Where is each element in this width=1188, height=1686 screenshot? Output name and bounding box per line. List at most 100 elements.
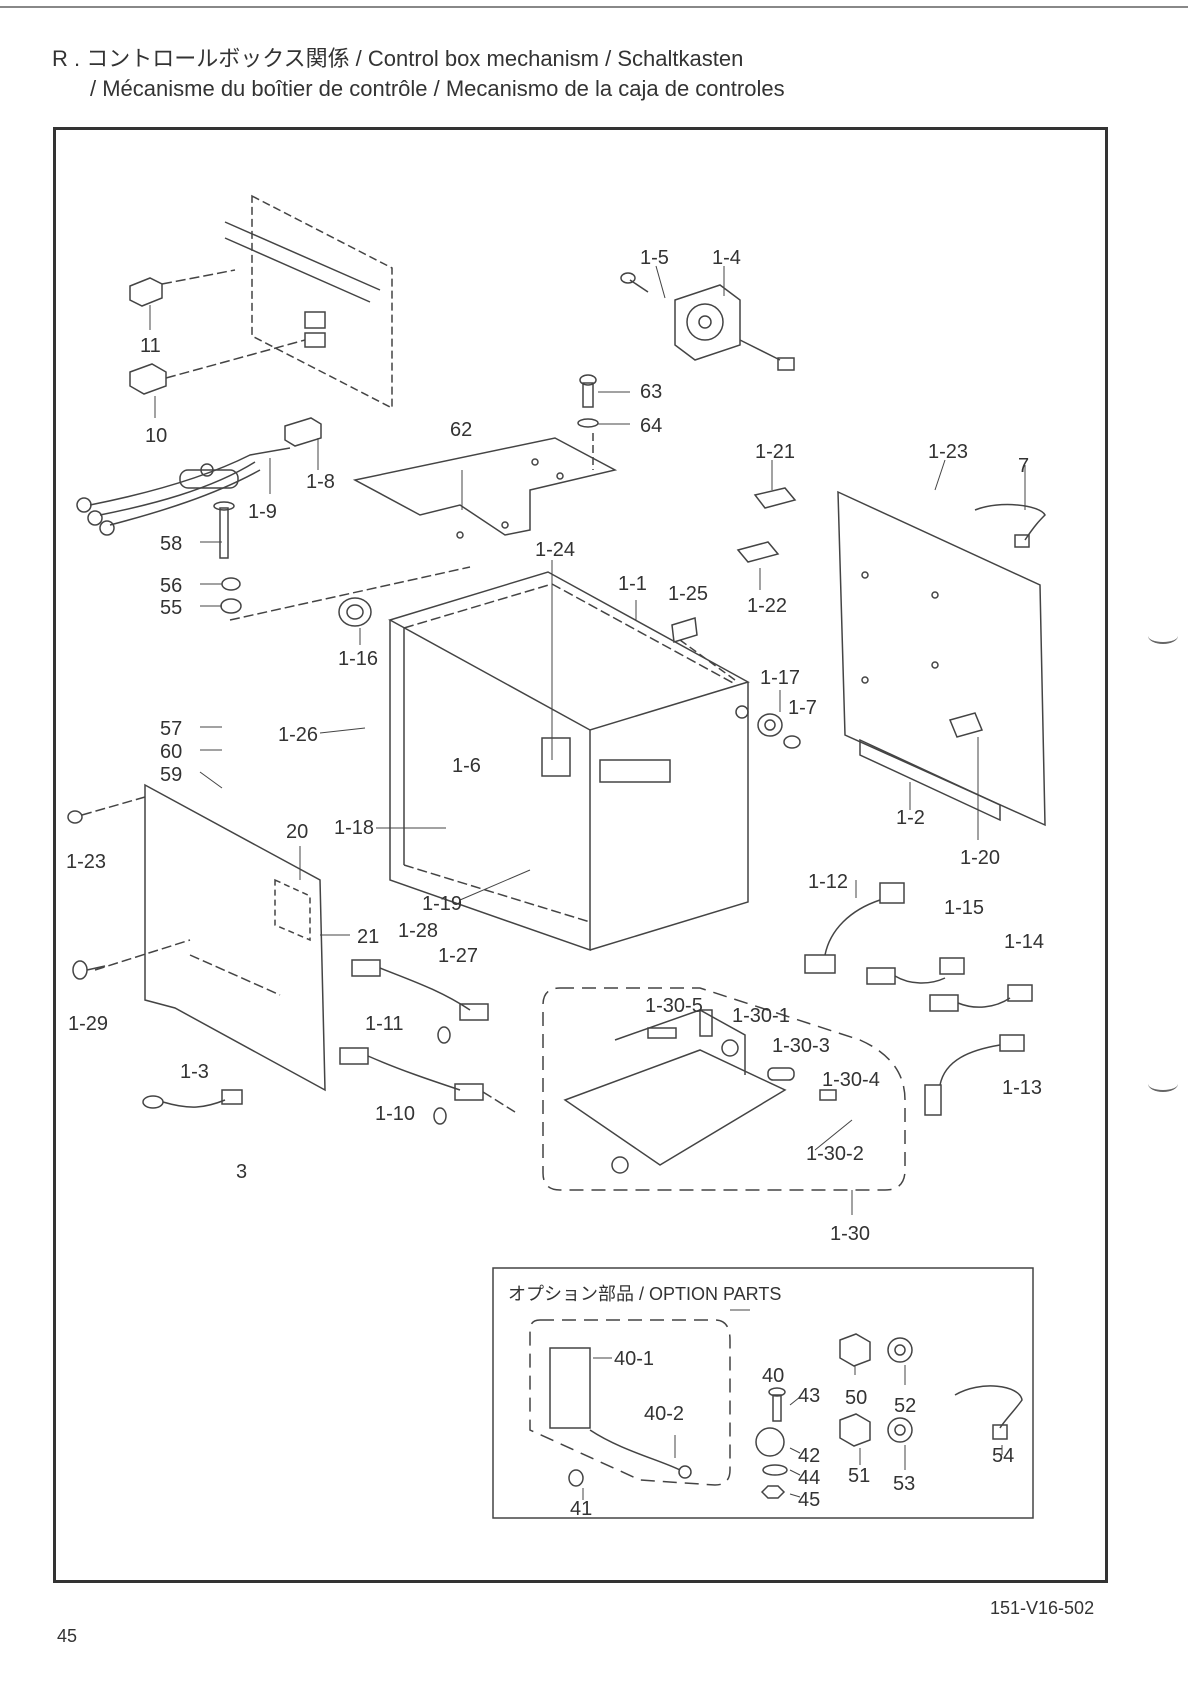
harness-1-12 [804,882,905,974]
callout-52: 52 [894,1395,916,1417]
clamp-1-22 [736,541,780,563]
callout-51: 51 [848,1465,870,1487]
label-1-25 [671,617,736,681]
callout-40-1: 40-1 [614,1348,654,1370]
callout-58: 58 [160,533,182,555]
callout-42: 42 [798,1445,820,1467]
callout-1-9: 1-9 [248,501,277,523]
callout-45: 45 [798,1489,820,1511]
callout-1-12: 1-12 [808,871,848,893]
callout-1-1: 1-1 [618,573,647,595]
callout-41: 41 [570,1498,592,1520]
callout-1-18: 1-18 [334,817,374,839]
top-rule [0,6,1188,8]
callout-64: 64 [640,415,662,437]
harness-1-15 [866,957,965,985]
page-title: R . コントロールボックス関係 / Control box mechanism… [52,44,785,104]
callout-1-5: 1-5 [640,247,669,269]
option-parts-box [492,1267,1034,1519]
callout-54: 54 [992,1445,1014,1467]
title-line-2: / Mécanisme du boîtier de contrôle / Mec… [90,76,785,101]
callout-1-27: 1-27 [438,945,478,967]
callout-63: 63 [640,381,662,403]
callout-1-3: 1-3 [180,1061,209,1083]
cable-tie-7 [974,503,1046,548]
callout-60: 60 [160,741,182,763]
callout-3: 3 [236,1161,247,1183]
callout-1-8: 1-8 [306,471,335,493]
harness-1-10 [339,1047,516,1125]
callout-1-25: 1-25 [668,583,708,605]
callout-1-30-2: 1-30-2 [806,1143,864,1165]
callout-56: 56 [160,575,182,597]
diagram-frame [53,127,1108,1583]
callout-50: 50 [845,1387,867,1409]
callout-1-24: 1-24 [535,539,575,561]
callout-1-30-4: 1-30-4 [822,1069,880,1091]
callout-62: 62 [450,419,472,441]
callout-1-2: 1-2 [896,807,925,829]
callout-21: 21 [357,926,379,948]
screw-1-7 [783,735,801,749]
callout-1-21: 1-21 [755,441,795,463]
bushing-1-16 [338,597,372,627]
callout-1-10: 1-10 [375,1103,415,1125]
bushing-1-17 [757,713,783,737]
callout-11: 11 [140,335,161,357]
callout-1-30-3: 1-30-3 [772,1035,830,1057]
callout-1-7: 1-7 [788,697,817,719]
callout-20: 20 [286,821,308,843]
callout-43: 43 [798,1385,820,1407]
binding-mark-upper [1148,628,1178,644]
wire-harness-1-9 [76,417,322,536]
clamp-1-21 [753,487,797,509]
callout-1-30-1: 1-30-1 [732,1005,790,1027]
harness-1-11 [351,959,489,1044]
callout-1-26: 1-26 [278,724,318,746]
rear-bracket-illustration [224,194,393,410]
callout-59: 59 [160,764,182,786]
callout-1-30: 1-30 [830,1223,870,1245]
callout-1-16: 1-16 [338,648,378,670]
callout-55: 55 [160,597,182,619]
rear-panel-1-2 [837,490,1046,827]
binding-mark-lower [1148,1076,1178,1092]
callout-1-20: 1-20 [960,847,1000,869]
callout-1-13: 1-13 [1002,1077,1042,1099]
connector-10 [129,339,306,395]
page-number: 45 [57,1626,78,1646]
callout-1-23-right: 1-23 [928,441,968,463]
callout-1-22: 1-22 [747,595,787,617]
callout-1-23-left: 1-23 [66,851,106,873]
callout-1-28: 1-28 [398,920,438,942]
callout-1-14: 1-14 [1004,931,1044,953]
callout-53: 53 [893,1473,915,1495]
screw-1-29 [72,960,106,980]
callout-1-19: 1-19 [422,893,462,915]
option-parts-title: オプション部品 / OPTION PARTS [508,1284,781,1304]
callout-1-15: 1-15 [944,897,984,919]
top-plate-62 [352,437,618,539]
callout-1-29: 1-29 [68,1013,108,1035]
connector-11 [129,269,236,307]
screw-1-23-left [67,796,146,824]
callout-1-17: 1-17 [760,667,800,689]
side-cover-1-3 [94,783,326,1092]
callout-40: 40 [762,1365,784,1387]
screw-63 [577,374,599,470]
cable-3 [142,1089,243,1109]
callout-10: 10 [145,425,167,447]
callout-1-6: 1-6 [452,755,481,777]
callout-40-2: 40-2 [644,1403,684,1425]
callout-1-4: 1-4 [712,247,741,269]
title-line-1: R . コントロールボックス関係 / Control box mechanism… [52,46,744,71]
fan-1-4 [620,272,795,371]
callout-7: 7 [1018,455,1029,477]
harness-1-13 [924,1034,1025,1116]
clamp-1-20 [948,712,984,738]
callout-44: 44 [798,1467,820,1489]
callout-1-11: 1-11 [365,1013,404,1035]
callout-57: 57 [160,718,182,740]
callout-1-30-5: 1-30-5 [645,995,703,1017]
